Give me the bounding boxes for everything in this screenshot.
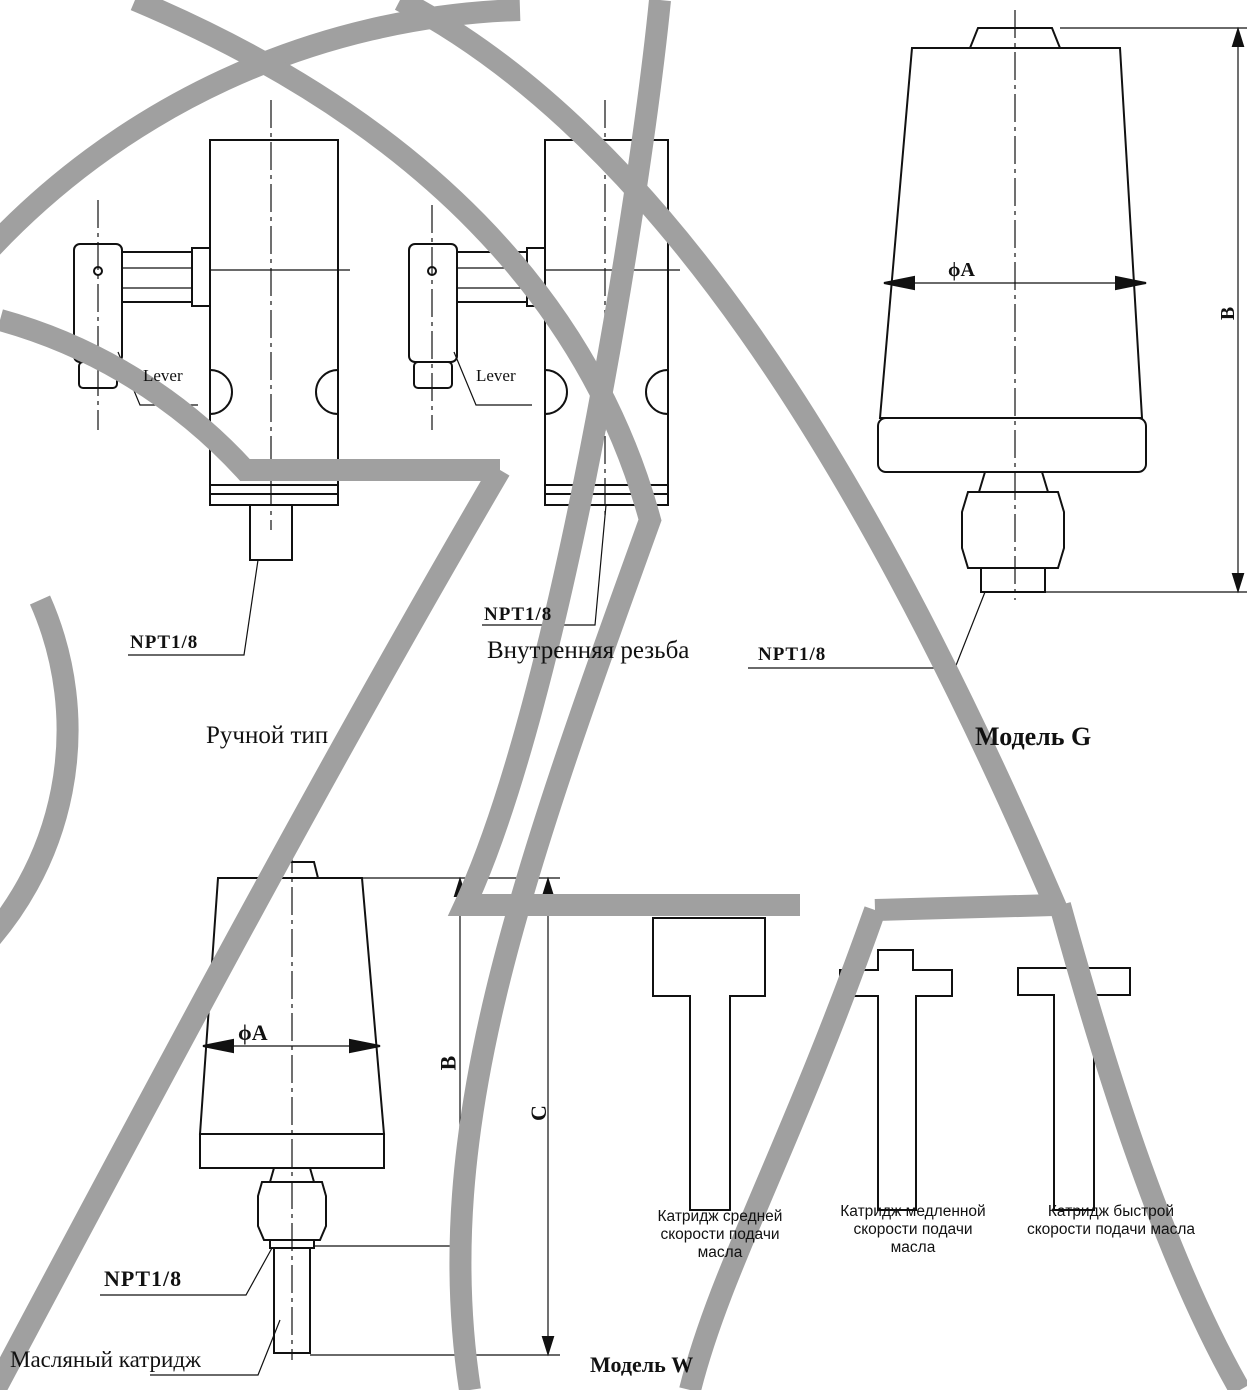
model-g-caption: Модель G (975, 722, 1092, 751)
model-g-lubricator (748, 10, 1247, 669)
npt-label-manual: NPT1/8 (130, 632, 199, 653)
npt-label-model-w: NPT1/8 (104, 1266, 183, 1291)
model-w-lubricator (100, 845, 560, 1376)
manual-type-caption: Ручной тип (206, 722, 329, 749)
lever-label-internal: Lever (476, 366, 516, 385)
dim-b-model-w: B (435, 1055, 461, 1071)
npt-label-model-g: NPT1/8 (758, 644, 827, 665)
model-w-caption: Модель W (590, 1352, 694, 1377)
npt-label-internal: NPT1/8 (484, 604, 553, 625)
dim-b-model-g: B (1217, 306, 1240, 321)
lever-label-manual: Lever (143, 366, 183, 385)
cartridge-medium-label: Катридж средней скорости подачи масла (657, 1208, 783, 1261)
internal-thread-caption: Внутренняя резьба (487, 637, 690, 664)
manual-type-lubricator (73, 100, 350, 656)
cartridge-slow-shape (839, 949, 953, 1211)
cartridge-slow-label: Катридж медленной скорости подачи масла (840, 1203, 986, 1256)
dim-phi-a-model-w: ϕA (238, 1020, 268, 1045)
cartridge-fast-label: Катридж быстрой скорости подачи масла (1026, 1203, 1196, 1238)
dim-c-model-w: C (525, 1105, 551, 1121)
cartridge-medium-shape (652, 917, 766, 1211)
cartridge-fast-shape (1017, 967, 1131, 1211)
oil-cartridge-caption: Масляный катридж (10, 1347, 201, 1372)
dim-phi-a-model-g: ϕA (948, 259, 975, 281)
